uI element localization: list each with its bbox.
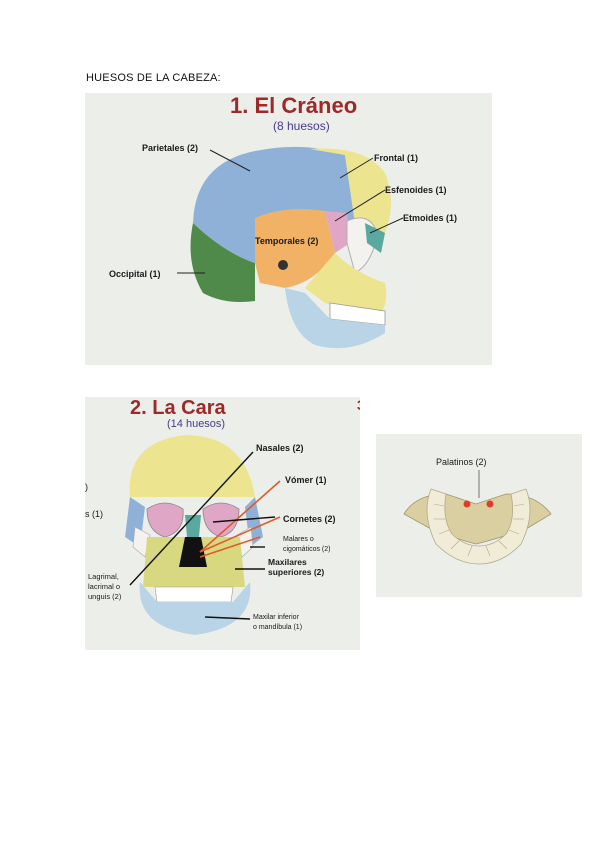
cranium-title: 1. El Cráneo	[230, 93, 358, 118]
face-subtitle: (14 huesos)	[167, 418, 226, 430]
cranium-illustration	[177, 146, 404, 349]
label-malares: Malares o cigomáticos (2)	[283, 536, 331, 553]
label-nasales: Nasales (2)	[256, 443, 304, 453]
label-palatinos: Palatinos (2)	[436, 457, 487, 467]
edge-fragment-2: s (1)	[85, 509, 103, 519]
label-cornetes: Cornetes (2)	[283, 514, 336, 524]
page-heading: HUESOS DE LA CABEZA:	[86, 72, 221, 84]
label-occipital: Occipital (1)	[109, 269, 161, 279]
palate-illustration	[403, 470, 552, 565]
label-parietales: Parietales (2)	[142, 143, 199, 153]
label-maxilar-inferior: Maxilar inferior o mandíbula (1)	[253, 614, 303, 631]
cranium-subtitle: (8 huesos)	[273, 119, 330, 133]
label-frontal: Frontal (1)	[374, 153, 418, 163]
label-esfenoides: Esfenoides (1)	[385, 185, 447, 195]
label-maxilares: Maxilares superiores (2)	[268, 557, 325, 577]
face-illustration	[125, 435, 281, 635]
cranium-diagram: 1. El Cráneo (8 huesos) Parietales (2) F…	[85, 93, 492, 365]
face-title: 2. La Cara	[130, 397, 226, 419]
label-lagrimal: Lagrimal, lacrimal o unguis (2)	[88, 572, 122, 601]
edge-fragment-3: 3	[357, 397, 360, 413]
label-vomer: Vómer (1)	[285, 475, 327, 485]
face-diagram: 2. La Cara (14 huesos) 3 ) s (1) Nasales…	[85, 397, 360, 650]
label-etmoides: Etmoides (1)	[403, 213, 458, 223]
label-temporales: Temporales (2)	[255, 236, 319, 246]
palate-diagram: Palatinos (2)	[376, 434, 582, 597]
edge-fragment-1: )	[85, 482, 88, 492]
